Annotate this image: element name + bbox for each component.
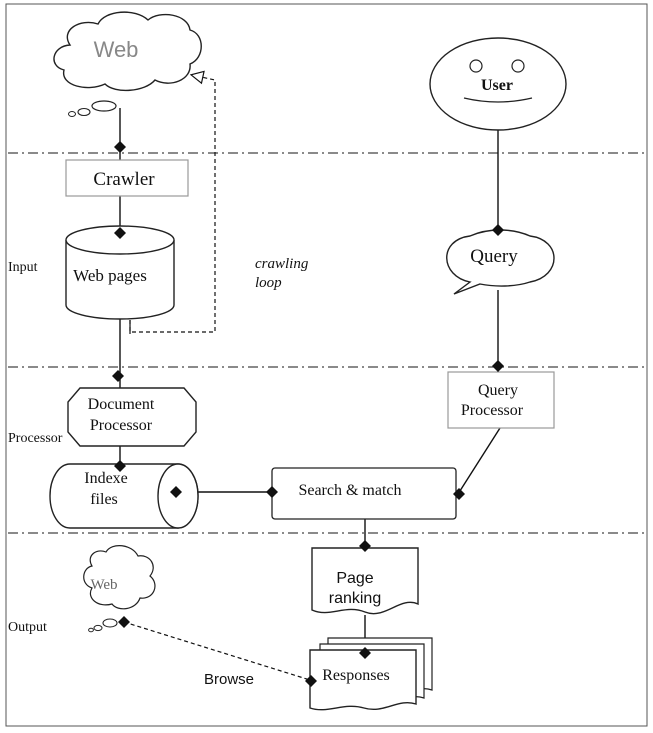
web-bottom-label: Web bbox=[90, 577, 117, 593]
layer-label-processor: Processor bbox=[8, 431, 63, 446]
query-processor-label-1: Query bbox=[478, 382, 518, 399]
crawling-loop-label-2: loop bbox=[255, 275, 282, 291]
page-ranking-node: Page ranking bbox=[311, 547, 419, 615]
query-processor-node: Query Processor bbox=[447, 371, 555, 429]
layer-label-input: Input bbox=[8, 260, 38, 275]
user-node: User bbox=[429, 37, 567, 131]
diamond-queryprocessor-search bbox=[453, 488, 465, 500]
web-top-label: Web bbox=[94, 37, 139, 62]
responses-node: Responses bbox=[309, 637, 433, 711]
connection-diamonds bbox=[112, 141, 504, 687]
web-cloud-bottom: Web bbox=[83, 545, 156, 633]
page-ranking-label-1: Page bbox=[336, 570, 373, 587]
diamond-docprocessor-indexed bbox=[114, 460, 126, 472]
responses-label: Responses bbox=[322, 667, 390, 684]
query-node: Query bbox=[446, 229, 555, 295]
search-match-node: Search & match bbox=[271, 467, 457, 520]
indexed-files-label-1: Indexe bbox=[84, 470, 128, 487]
search-match-label: Search & match bbox=[298, 482, 401, 499]
diamond-browse-responses bbox=[305, 675, 317, 687]
document-processor-label-2: Processor bbox=[90, 417, 153, 434]
diamond-indexed-search bbox=[170, 486, 182, 498]
query-processor-label-2: Processor bbox=[461, 402, 524, 419]
layer-label-output: Output bbox=[8, 620, 47, 635]
user-left-eye bbox=[469, 59, 483, 73]
diamond-user-query bbox=[492, 224, 504, 236]
diamond-webpages-docprocessor bbox=[112, 370, 124, 382]
diamond-search-ranking bbox=[359, 540, 371, 552]
diamond-web-crawler bbox=[114, 141, 126, 153]
diamond-query-queryprocessor bbox=[492, 360, 504, 372]
page-ranking-label-2: ranking bbox=[329, 590, 381, 607]
layer-separators bbox=[8, 152, 645, 534]
indexed-files-node: Indexe files bbox=[49, 463, 199, 529]
user-right-eye bbox=[511, 59, 525, 73]
user-label: User bbox=[481, 77, 513, 94]
diamond-search-left bbox=[266, 486, 278, 498]
document-processor-node: Document Processor bbox=[67, 387, 197, 447]
web-cloud-top: Web bbox=[53, 11, 202, 117]
web-pages-node: Web pages bbox=[65, 225, 175, 320]
indexed-files-label-2: files bbox=[90, 491, 118, 508]
diagram-frame bbox=[5, 3, 648, 727]
user-mouth bbox=[463, 97, 533, 103]
crawling-loop-label-1: crawling bbox=[255, 256, 309, 272]
browse-edge bbox=[123, 621, 311, 681]
crawler-node: Crawler bbox=[65, 159, 189, 197]
web-pages-label: Web pages bbox=[73, 266, 147, 285]
query-label: Query bbox=[470, 246, 518, 267]
diamond-web-bottom bbox=[118, 616, 130, 628]
diamond-crawler-webpages bbox=[114, 227, 126, 239]
crawler-label: Crawler bbox=[93, 169, 155, 190]
browse-label: Browse bbox=[204, 671, 254, 688]
edge-queryprocessor-search bbox=[457, 427, 501, 495]
diamond-ranking-responses bbox=[359, 647, 371, 659]
document-processor-label-1: Document bbox=[88, 396, 155, 413]
